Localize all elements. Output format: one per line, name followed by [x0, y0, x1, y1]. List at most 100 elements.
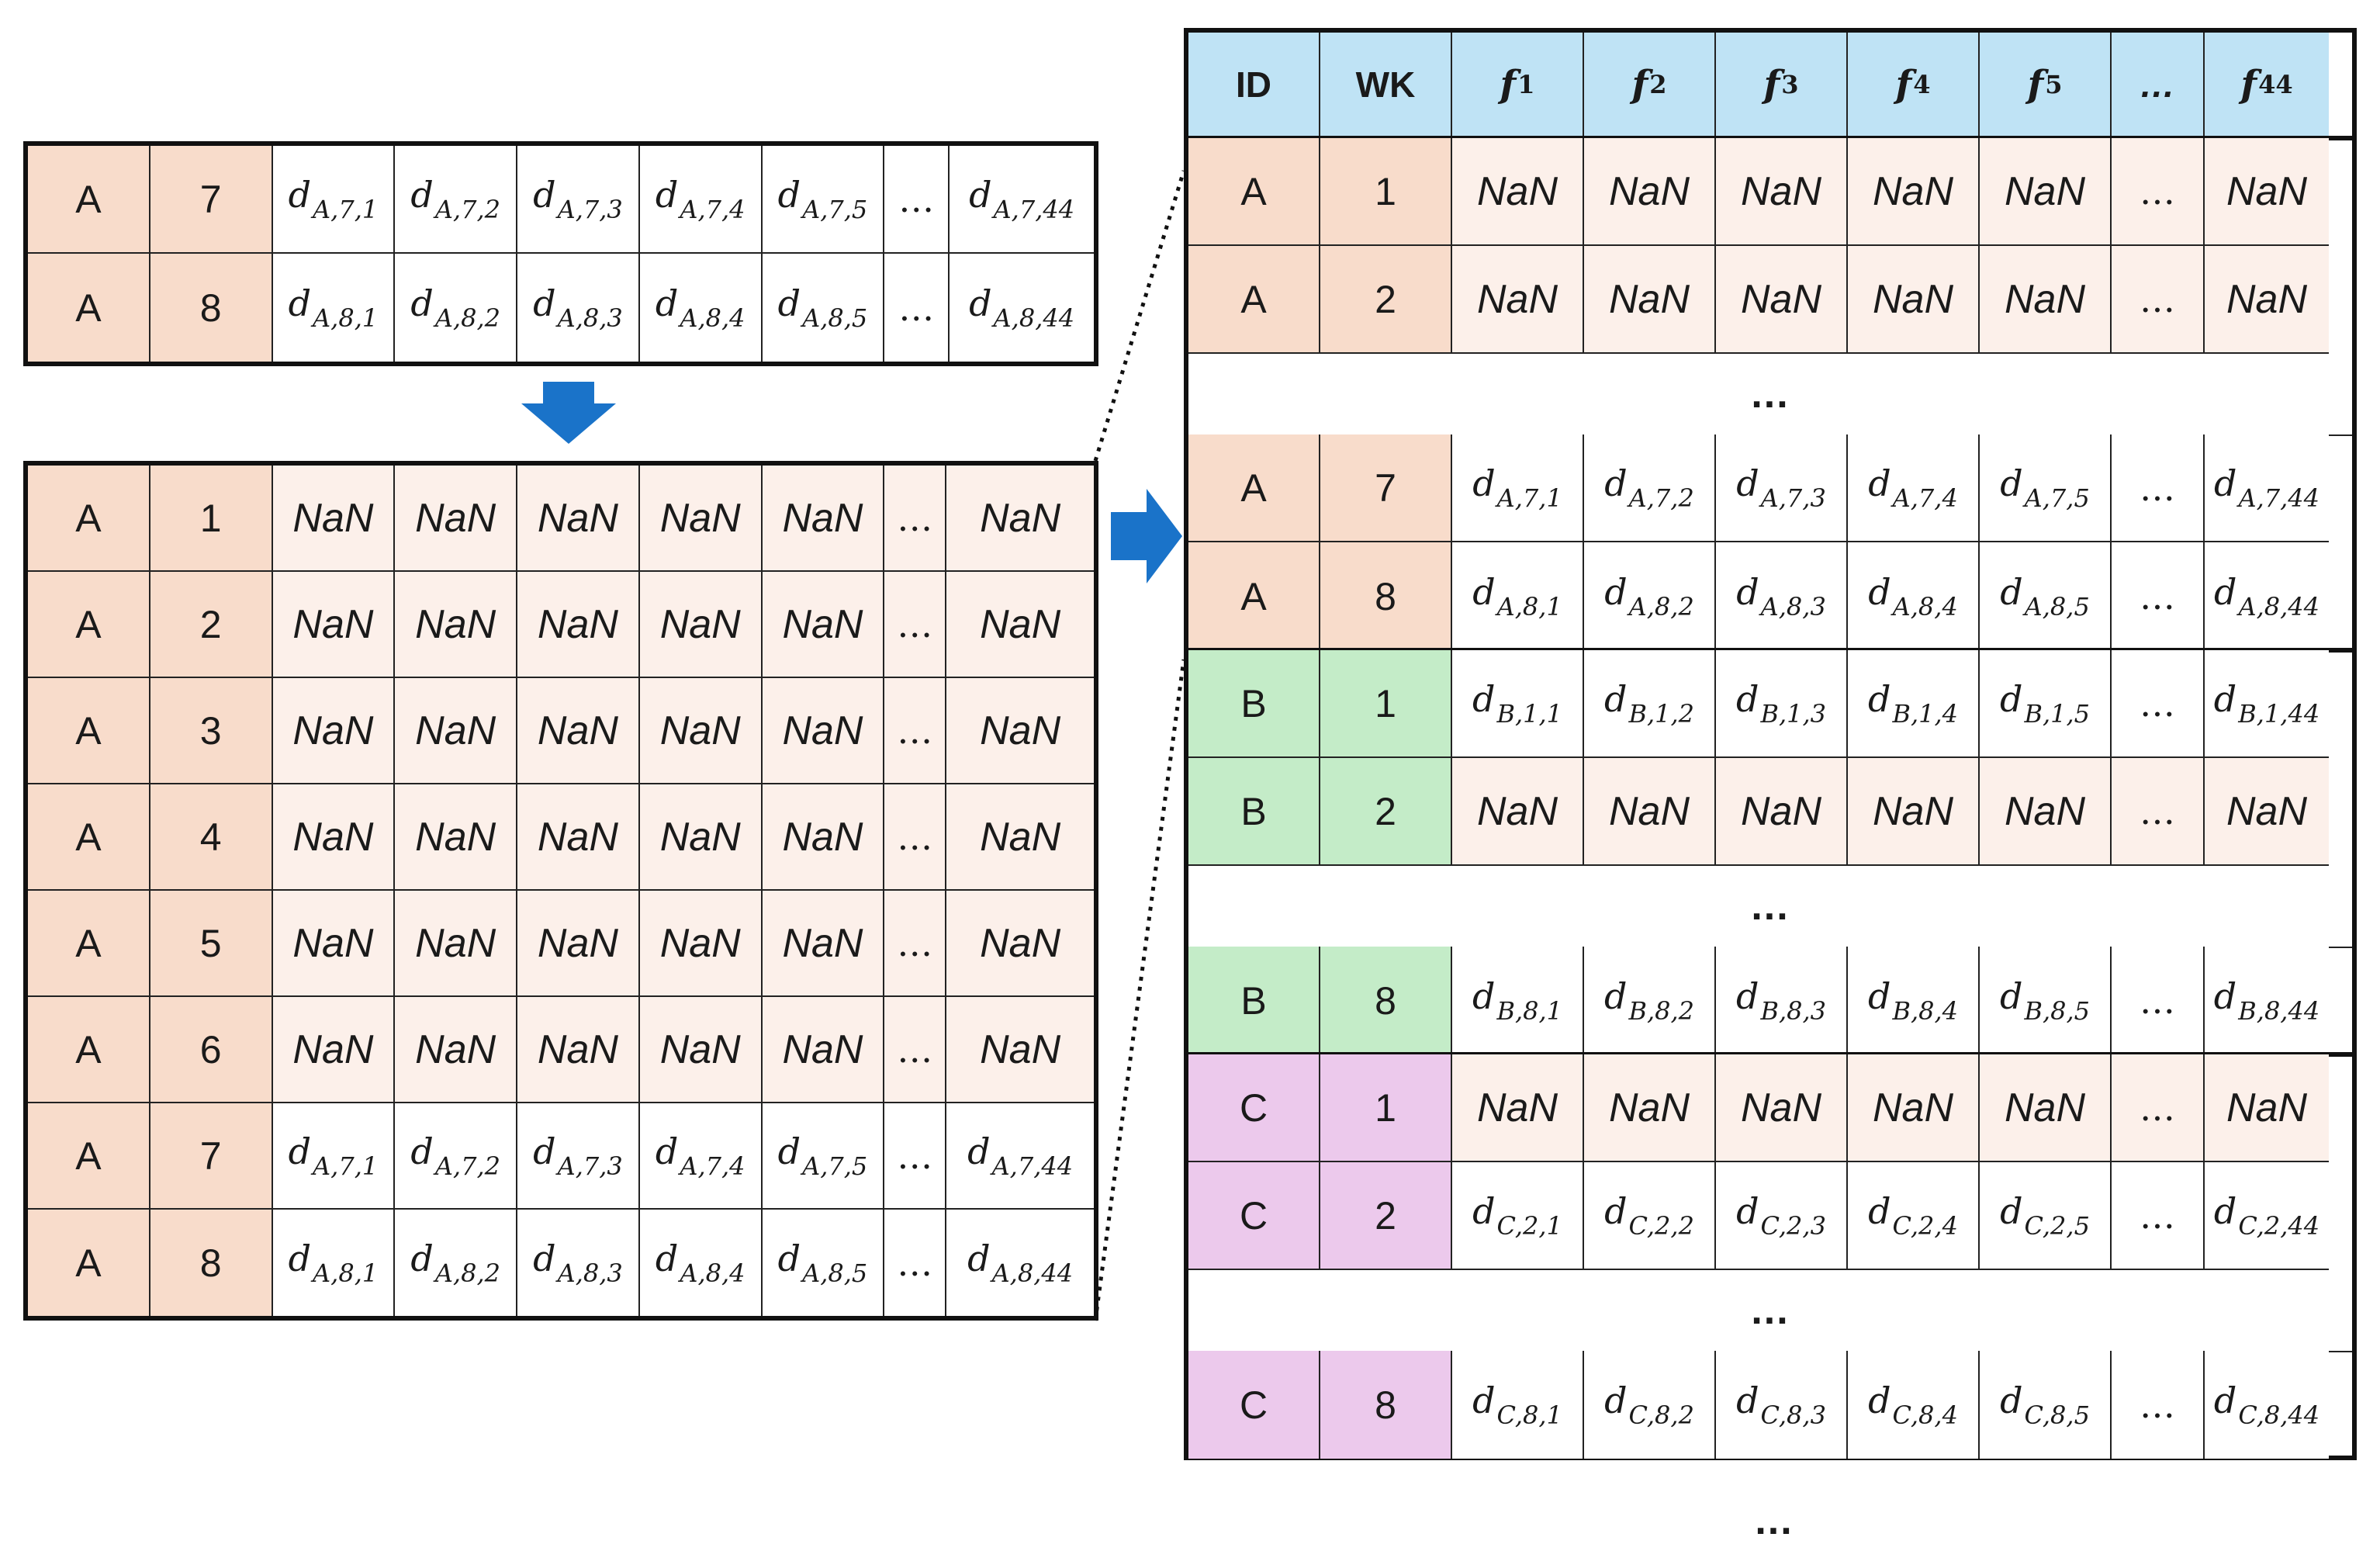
- value-cell: …: [2112, 434, 2205, 542]
- feature-value: dA,7,3: [533, 174, 623, 224]
- id-cell: A: [28, 466, 150, 572]
- value-cell: …: [884, 678, 947, 784]
- feature-value-subscript: C,8,1: [1496, 1400, 1562, 1430]
- value-cell: dC,2,5: [1980, 1162, 2112, 1270]
- feature-value: dA,7,44: [2214, 462, 2319, 513]
- feature-value-subscript: B,8,1: [1496, 996, 1563, 1026]
- feature-value-base: d: [655, 174, 679, 216]
- feature-value-base: d: [1604, 462, 1628, 504]
- value-cell: dC,8,4: [1848, 1351, 1980, 1459]
- value-cell: NaN: [2205, 758, 2329, 866]
- value-cell: NaN: [946, 678, 1094, 784]
- feature-value: dA,8,4: [656, 1238, 745, 1288]
- week-cell: 1: [150, 466, 273, 572]
- feature-value-subscript: B,1,44: [2238, 699, 2320, 729]
- skipped-weeks-ellipsis: ...: [1751, 884, 1790, 929]
- value-cell: NaN: [762, 466, 885, 572]
- value-cell: dA,7,5: [1980, 434, 2112, 542]
- feature-value-subscript: C,2,44: [2238, 1211, 2320, 1241]
- feature-value: dA,7,44: [969, 174, 1074, 224]
- feature-value-base: d: [410, 282, 434, 324]
- value-cell: …: [2112, 1162, 2205, 1270]
- feature-value: dA,7,3: [1736, 462, 1826, 513]
- header-feature-base: f: [1895, 63, 1912, 106]
- feature-value-base: d: [288, 282, 312, 324]
- nan-value: NaN: [782, 1026, 863, 1072]
- ellipsis-cell-text: …: [897, 815, 933, 858]
- value-cell: dC,2,3: [1716, 1162, 1848, 1270]
- feature-value: dA,8,1: [289, 1238, 379, 1288]
- feature-value-base: d: [1867, 678, 1891, 720]
- value-cell: dA,7,5: [762, 146, 885, 254]
- feature-value-base: d: [1736, 1190, 1759, 1232]
- value-cell: NaN: [1452, 1054, 1584, 1162]
- feature-value: dA,7,44: [967, 1130, 1073, 1181]
- value-cell: NaN: [639, 891, 763, 997]
- feature-value-base: d: [1736, 571, 1759, 613]
- id-cell: C: [1188, 1162, 1320, 1270]
- feature-value: dB,8,4: [1868, 975, 1958, 1026]
- value-cell: dA,8,44: [946, 1210, 1094, 1316]
- value-cell: dA,8,1: [272, 1210, 396, 1316]
- skipped-weeks-ellipsis: ...: [1751, 1288, 1790, 1333]
- feature-value: dA,8,5: [778, 282, 868, 333]
- value-cell: NaN: [946, 466, 1094, 572]
- nan-value: NaN: [980, 1026, 1061, 1072]
- week-cell: 7: [150, 146, 273, 254]
- feature-value-base: d: [1603, 678, 1628, 720]
- feature-value: dC,2,4: [1868, 1190, 1958, 1241]
- week-cell: 8: [150, 1210, 273, 1316]
- feature-value: dA,8,44: [967, 1238, 1073, 1288]
- nan-value: NaN: [415, 920, 496, 966]
- value-cell: dA,7,2: [395, 146, 518, 254]
- feature-value-base: d: [777, 174, 801, 216]
- feature-value: dC,2,3: [1736, 1190, 1826, 1241]
- feature-value-base: d: [2214, 462, 2237, 504]
- feature-value-base: d: [1472, 462, 1496, 504]
- ellipsis-cell-text: …: [897, 1241, 933, 1284]
- skipped-weeks-ellipsis: ...: [1751, 372, 1790, 417]
- nan-value: NaN: [2004, 276, 2086, 322]
- week-cell: 8: [150, 254, 273, 362]
- nan-value: NaN: [537, 1026, 618, 1072]
- id-cell: A: [28, 891, 150, 997]
- value-cell: dB,8,1: [1452, 947, 1584, 1054]
- feature-value-base: d: [1472, 571, 1496, 613]
- nan-value: NaN: [292, 1026, 374, 1072]
- nan-value: NaN: [537, 601, 618, 647]
- week-cell: 7: [150, 1103, 273, 1210]
- ellipsis-cell-text: …: [897, 922, 933, 964]
- week-cell: 1: [1320, 138, 1452, 246]
- feature-value: dA,8,1: [289, 282, 379, 333]
- feature-value-base: d: [1736, 462, 1759, 504]
- nan-value: NaN: [659, 814, 741, 860]
- value-cell: NaN: [762, 572, 885, 678]
- value-cell: dA,7,2: [1584, 434, 1716, 542]
- feature-value: dA,8,3: [533, 282, 623, 333]
- feature-value-subscript: B,1,5: [2024, 699, 2091, 729]
- id-cell: B: [1188, 947, 1320, 1054]
- value-cell: NaN: [1452, 758, 1584, 866]
- nan-value: NaN: [1740, 1085, 1822, 1130]
- value-cell: NaN: [395, 891, 518, 997]
- feature-value-subscript: B,8,44: [2238, 996, 2320, 1026]
- feature-value: dA,8,44: [969, 282, 1074, 333]
- value-cell: dB,1,44: [2205, 650, 2329, 758]
- feature-value-base: d: [2000, 1190, 2023, 1232]
- nan-value: NaN: [980, 920, 1061, 966]
- feature-value-base: d: [2213, 1190, 2237, 1232]
- value-cell: NaN: [2205, 246, 2329, 354]
- feature-value-subscript: B,1,4: [1892, 699, 1959, 729]
- value-cell: dA,8,3: [1716, 542, 1848, 650]
- nan-value: NaN: [782, 920, 863, 966]
- feature-value-base: d: [1868, 1380, 1891, 1421]
- value-cell: NaN: [517, 784, 640, 891]
- ellipsis-cell-text: …: [2140, 466, 2175, 509]
- feature-value-base: d: [1735, 678, 1759, 720]
- value-cell: dA,8,5: [1980, 542, 2112, 650]
- feature-value-subscript: A,7,3: [1760, 483, 1826, 513]
- feature-value-subscript: B,8,4: [1892, 996, 1959, 1026]
- value-cell: …: [884, 997, 947, 1103]
